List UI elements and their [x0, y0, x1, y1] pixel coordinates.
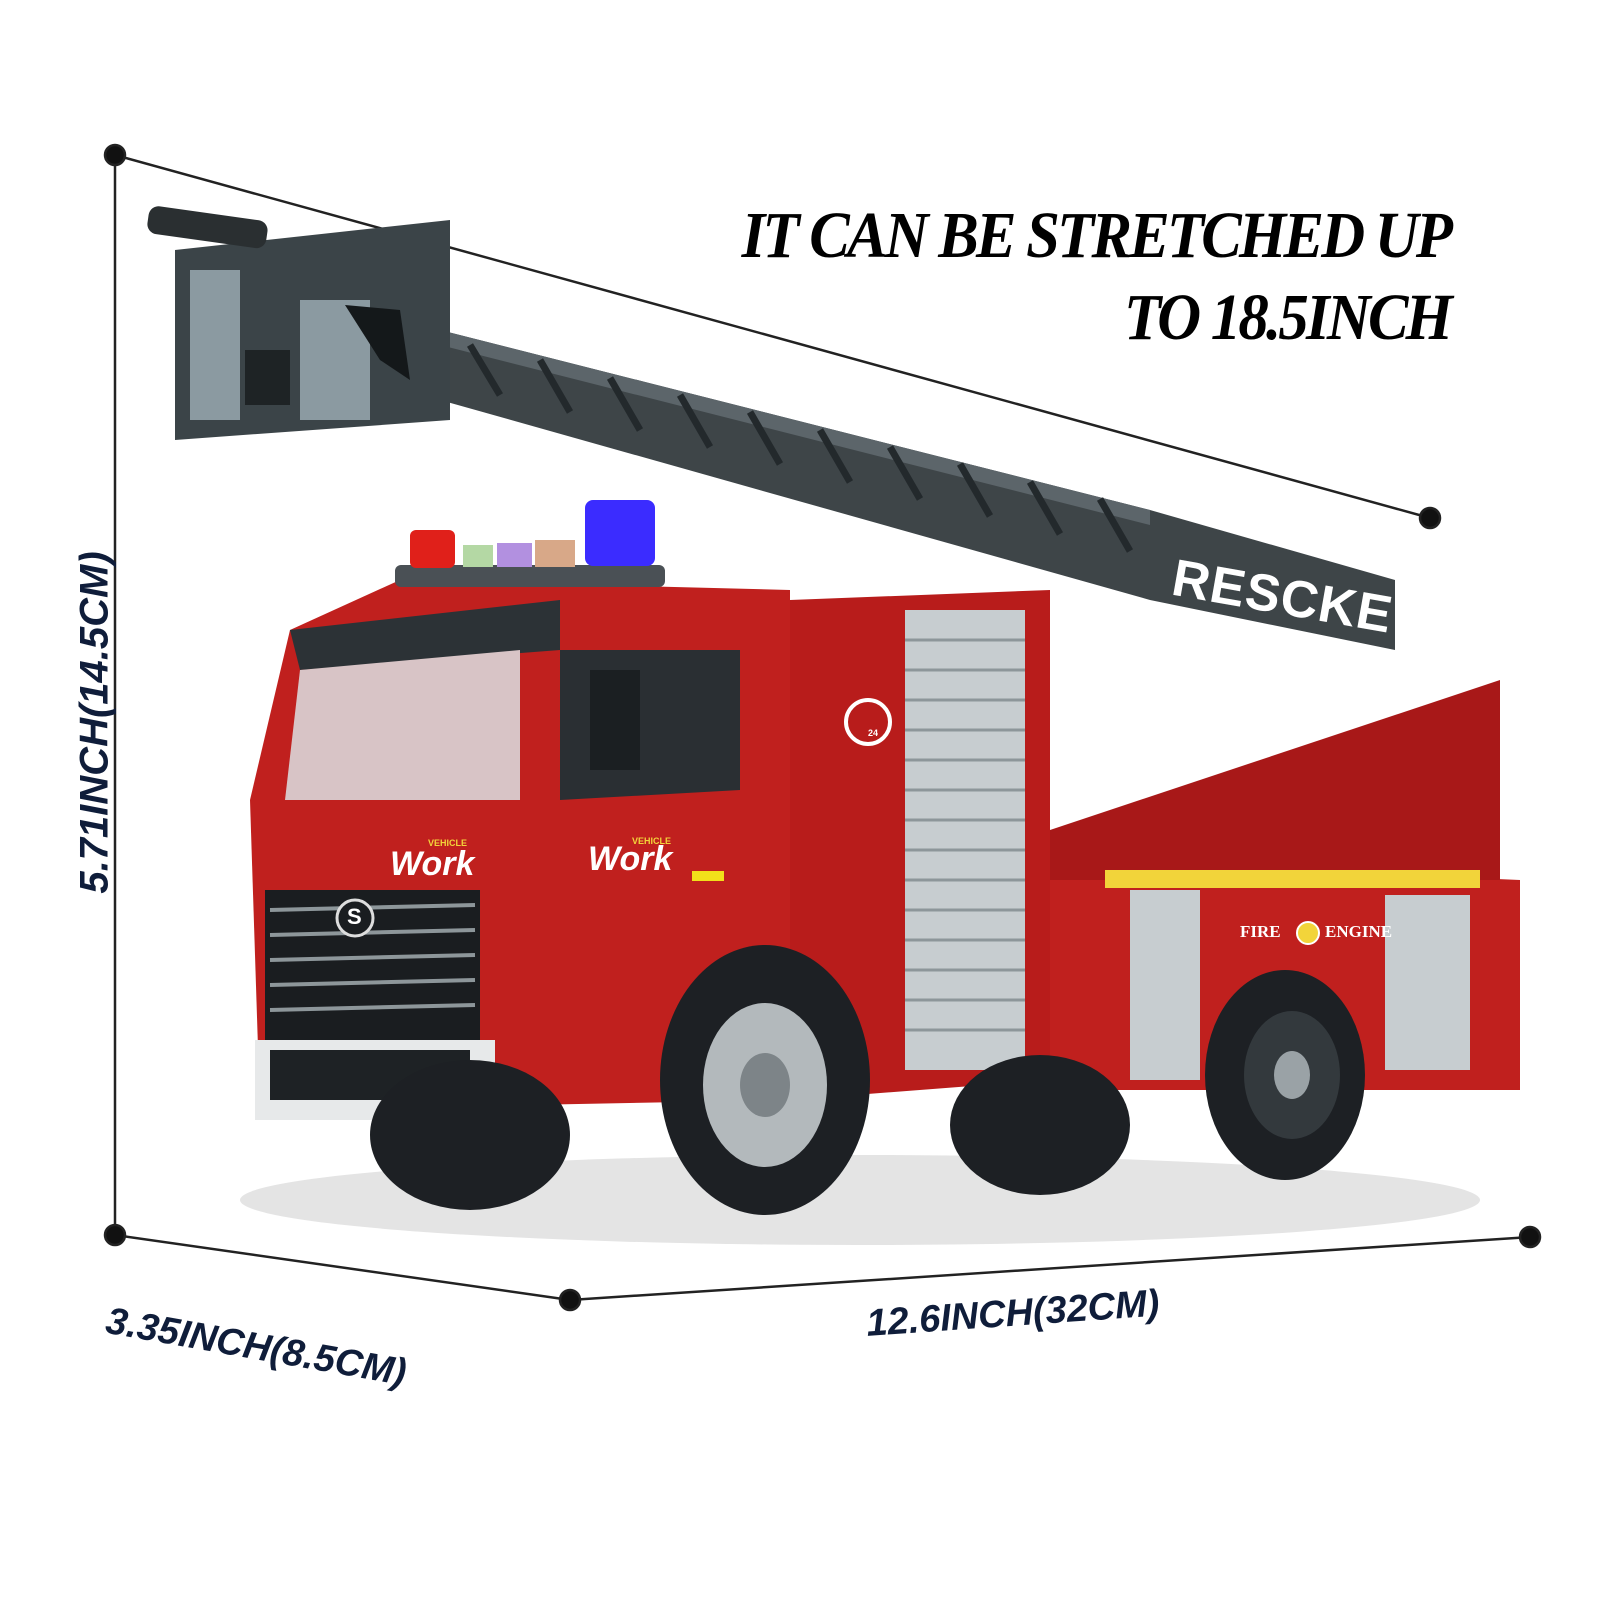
- door-badge: Work: [588, 840, 673, 878]
- dimension-point: [1518, 1225, 1542, 1249]
- cab-badge-small: VEHICLE: [428, 838, 468, 848]
- truck-body: [790, 590, 1520, 1100]
- dimension-point: [558, 1288, 582, 1312]
- headline-line-2: TO 18.5INCH: [1123, 281, 1453, 354]
- grille-logo: [335, 898, 375, 938]
- dimension-point: [103, 1223, 127, 1247]
- door-badge-stripe: [692, 871, 724, 881]
- door-badge-small: VEHICLE: [632, 836, 672, 846]
- truck-cab: [250, 500, 790, 1120]
- emblem-number: 24: [868, 728, 879, 738]
- fire-icon: [1296, 921, 1320, 945]
- grille-logo-letter: S: [347, 904, 362, 929]
- siren-red: [410, 530, 455, 568]
- fire-label: FIRE: [1240, 922, 1281, 941]
- headline-line-1: IT CAN BE STRETCHED UP: [741, 199, 1452, 272]
- dimension-point: [1418, 506, 1442, 530]
- headline: IT CAN BE STRETCHED UP TO 18.5INCH: [741, 195, 1453, 359]
- siren-blue: [585, 500, 655, 566]
- ladder: [147, 206, 1395, 650]
- engine-label: ENGINE: [1325, 922, 1393, 941]
- emergency-phone-emblem: [844, 698, 892, 746]
- height-dimension-label: 5.71INCH(14.5CM): [72, 551, 117, 894]
- cab-badge: Work: [390, 845, 475, 883]
- wheels: [370, 945, 1365, 1215]
- dimension-point: [103, 143, 127, 167]
- dimension-lines: [103, 143, 1542, 1312]
